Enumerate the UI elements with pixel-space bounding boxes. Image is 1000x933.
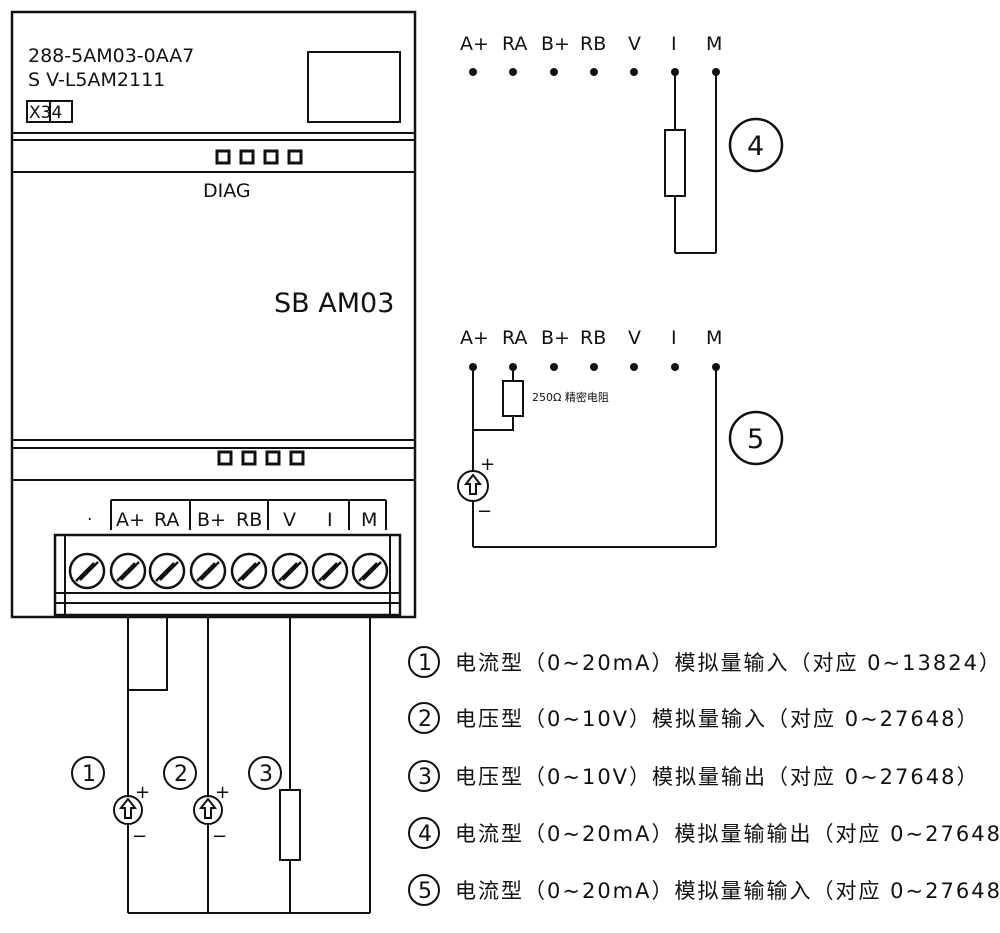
bottom-circuits: + − 1 + − 2 3 bbox=[71, 615, 371, 914]
legend-item-3: 3 电压型（0~10V）模拟量输出（对应 0~27648） bbox=[408, 760, 979, 792]
strip-bottom-a-plus: A+ bbox=[460, 327, 489, 349]
svg-text:1: 1 bbox=[418, 651, 432, 676]
status-leds bbox=[217, 450, 305, 466]
svg-text:3: 3 bbox=[418, 765, 432, 790]
strip-top-a-plus: A+ bbox=[460, 33, 489, 55]
order-number: 288-5AM03-0AA7 bbox=[28, 45, 194, 67]
version-number: S V-L5AM2111 bbox=[28, 69, 165, 91]
source-2-plus: + bbox=[215, 782, 230, 803]
terminal-labels: · A+ RA B+ RB V I M bbox=[87, 499, 387, 531]
terminal-label-a-plus: A+ bbox=[116, 509, 145, 531]
circuit-3-marker bbox=[248, 756, 282, 790]
terminal-dot: · bbox=[87, 510, 92, 530]
svg-text:电流型（0~20mA）模拟量输入（对应 0~13824）: 电流型（0~20mA）模拟量输入（对应 0~13824） bbox=[455, 651, 1000, 675]
source-1-plus: + bbox=[135, 782, 150, 803]
legend-item-2: 2 电压型（0~10V）模拟量输入（对应 0~27648） bbox=[408, 702, 979, 734]
terminal-label-m: M bbox=[361, 509, 377, 531]
svg-text:电流型（0~20mA）模拟量输输入（对应 0~27648）: 电流型（0~20mA）模拟量输输入（对应 0~27648） bbox=[455, 879, 1000, 903]
strip-top-ra: RA bbox=[502, 33, 527, 55]
strip-bottom-b-plus: B+ bbox=[541, 327, 570, 349]
source-2-minus: − bbox=[212, 826, 227, 847]
current-source-5: + − bbox=[457, 454, 495, 522]
legend-item-5: 5 电流型（0~20mA）模拟量输输入（对应 0~27648） bbox=[408, 874, 1000, 906]
svg-text:电流型（0~20mA）模拟量输输出（对应 0~27648）: 电流型（0~20mA）模拟量输输出（对应 0~27648） bbox=[455, 822, 1000, 846]
circuit-5-marker bbox=[728, 410, 784, 466]
circuit-1-marker bbox=[71, 756, 105, 790]
strip-bottom-rb: RB bbox=[580, 327, 606, 349]
current-source-1: + − bbox=[113, 782, 150, 847]
svg-text:4: 4 bbox=[418, 822, 432, 847]
terminal-label-i: I bbox=[327, 509, 333, 531]
terminal-label-v: V bbox=[283, 509, 296, 531]
resistor-3 bbox=[279, 789, 301, 861]
source-5-minus: − bbox=[477, 501, 492, 522]
circuit-5-number: 5 bbox=[747, 424, 764, 455]
strip-bottom-v: V bbox=[628, 327, 641, 349]
source-1-minus: − bbox=[132, 826, 147, 847]
connector-label: X34 bbox=[29, 103, 62, 123]
source-5-plus: + bbox=[480, 454, 495, 475]
diag-label: DIAG bbox=[203, 180, 251, 202]
svg-text:2: 2 bbox=[418, 707, 432, 732]
svg-text:电压型（0~10V）模拟量输入（对应 0~27648）: 电压型（0~10V）模拟量输入（对应 0~27648） bbox=[455, 707, 979, 731]
terminal-label-rb: RB bbox=[236, 509, 262, 531]
terminal-block bbox=[11, 533, 416, 617]
legend: 1 电流型（0~20mA）模拟量输入（对应 0~13824） 2 电压型（0~1… bbox=[408, 646, 1000, 906]
circuit-2-number: 2 bbox=[174, 762, 188, 787]
strip-top-rb: RB bbox=[580, 33, 606, 55]
strip-bottom: A+ RA B+ RB V I M 250Ω 精密电阻 + − 5 bbox=[457, 327, 784, 548]
strip-bottom-m: M bbox=[706, 327, 722, 349]
terminal-label-ra: RA bbox=[154, 509, 179, 531]
circuit-2-marker bbox=[163, 756, 197, 790]
module-name: SB AM03 bbox=[274, 288, 394, 319]
strip-top-i: I bbox=[671, 33, 677, 55]
module-window bbox=[307, 51, 401, 123]
strip-bottom-ra: RA bbox=[502, 327, 527, 349]
strip-top-v: V bbox=[628, 33, 641, 55]
circuit-4-number: 4 bbox=[747, 131, 764, 162]
svg-text:5: 5 bbox=[418, 879, 432, 904]
precision-resistor bbox=[502, 380, 524, 417]
circuit-4-marker bbox=[728, 117, 784, 173]
strip-top: A+ RA B+ RB V I M 4 bbox=[460, 33, 784, 254]
resistor-note: 250Ω 精密电阻 bbox=[532, 390, 609, 404]
legend-item-1: 1 电流型（0~20mA）模拟量输入（对应 0~13824） bbox=[408, 646, 1000, 678]
module-body: 288-5AM03-0AA7 S V-L5AM2111 X34 DIAG SB … bbox=[10, 10, 417, 619]
resistor-4 bbox=[664, 129, 686, 197]
strip-top-b-plus: B+ bbox=[541, 33, 570, 55]
circuit-3-number: 3 bbox=[259, 762, 273, 787]
strip-bottom-i: I bbox=[671, 327, 677, 349]
diag-leds bbox=[215, 149, 303, 165]
terminal-label-b-plus: B+ bbox=[197, 509, 226, 531]
legend-item-4: 4 电流型（0~20mA）模拟量输输出（对应 0~27648） bbox=[408, 817, 1000, 849]
circuit-1-number: 1 bbox=[82, 762, 96, 787]
strip-top-m: M bbox=[706, 33, 722, 55]
current-source-2: + − bbox=[193, 782, 230, 847]
svg-text:电压型（0~10V）模拟量输出（对应 0~27648）: 电压型（0~10V）模拟量输出（对应 0~27648） bbox=[455, 765, 979, 789]
